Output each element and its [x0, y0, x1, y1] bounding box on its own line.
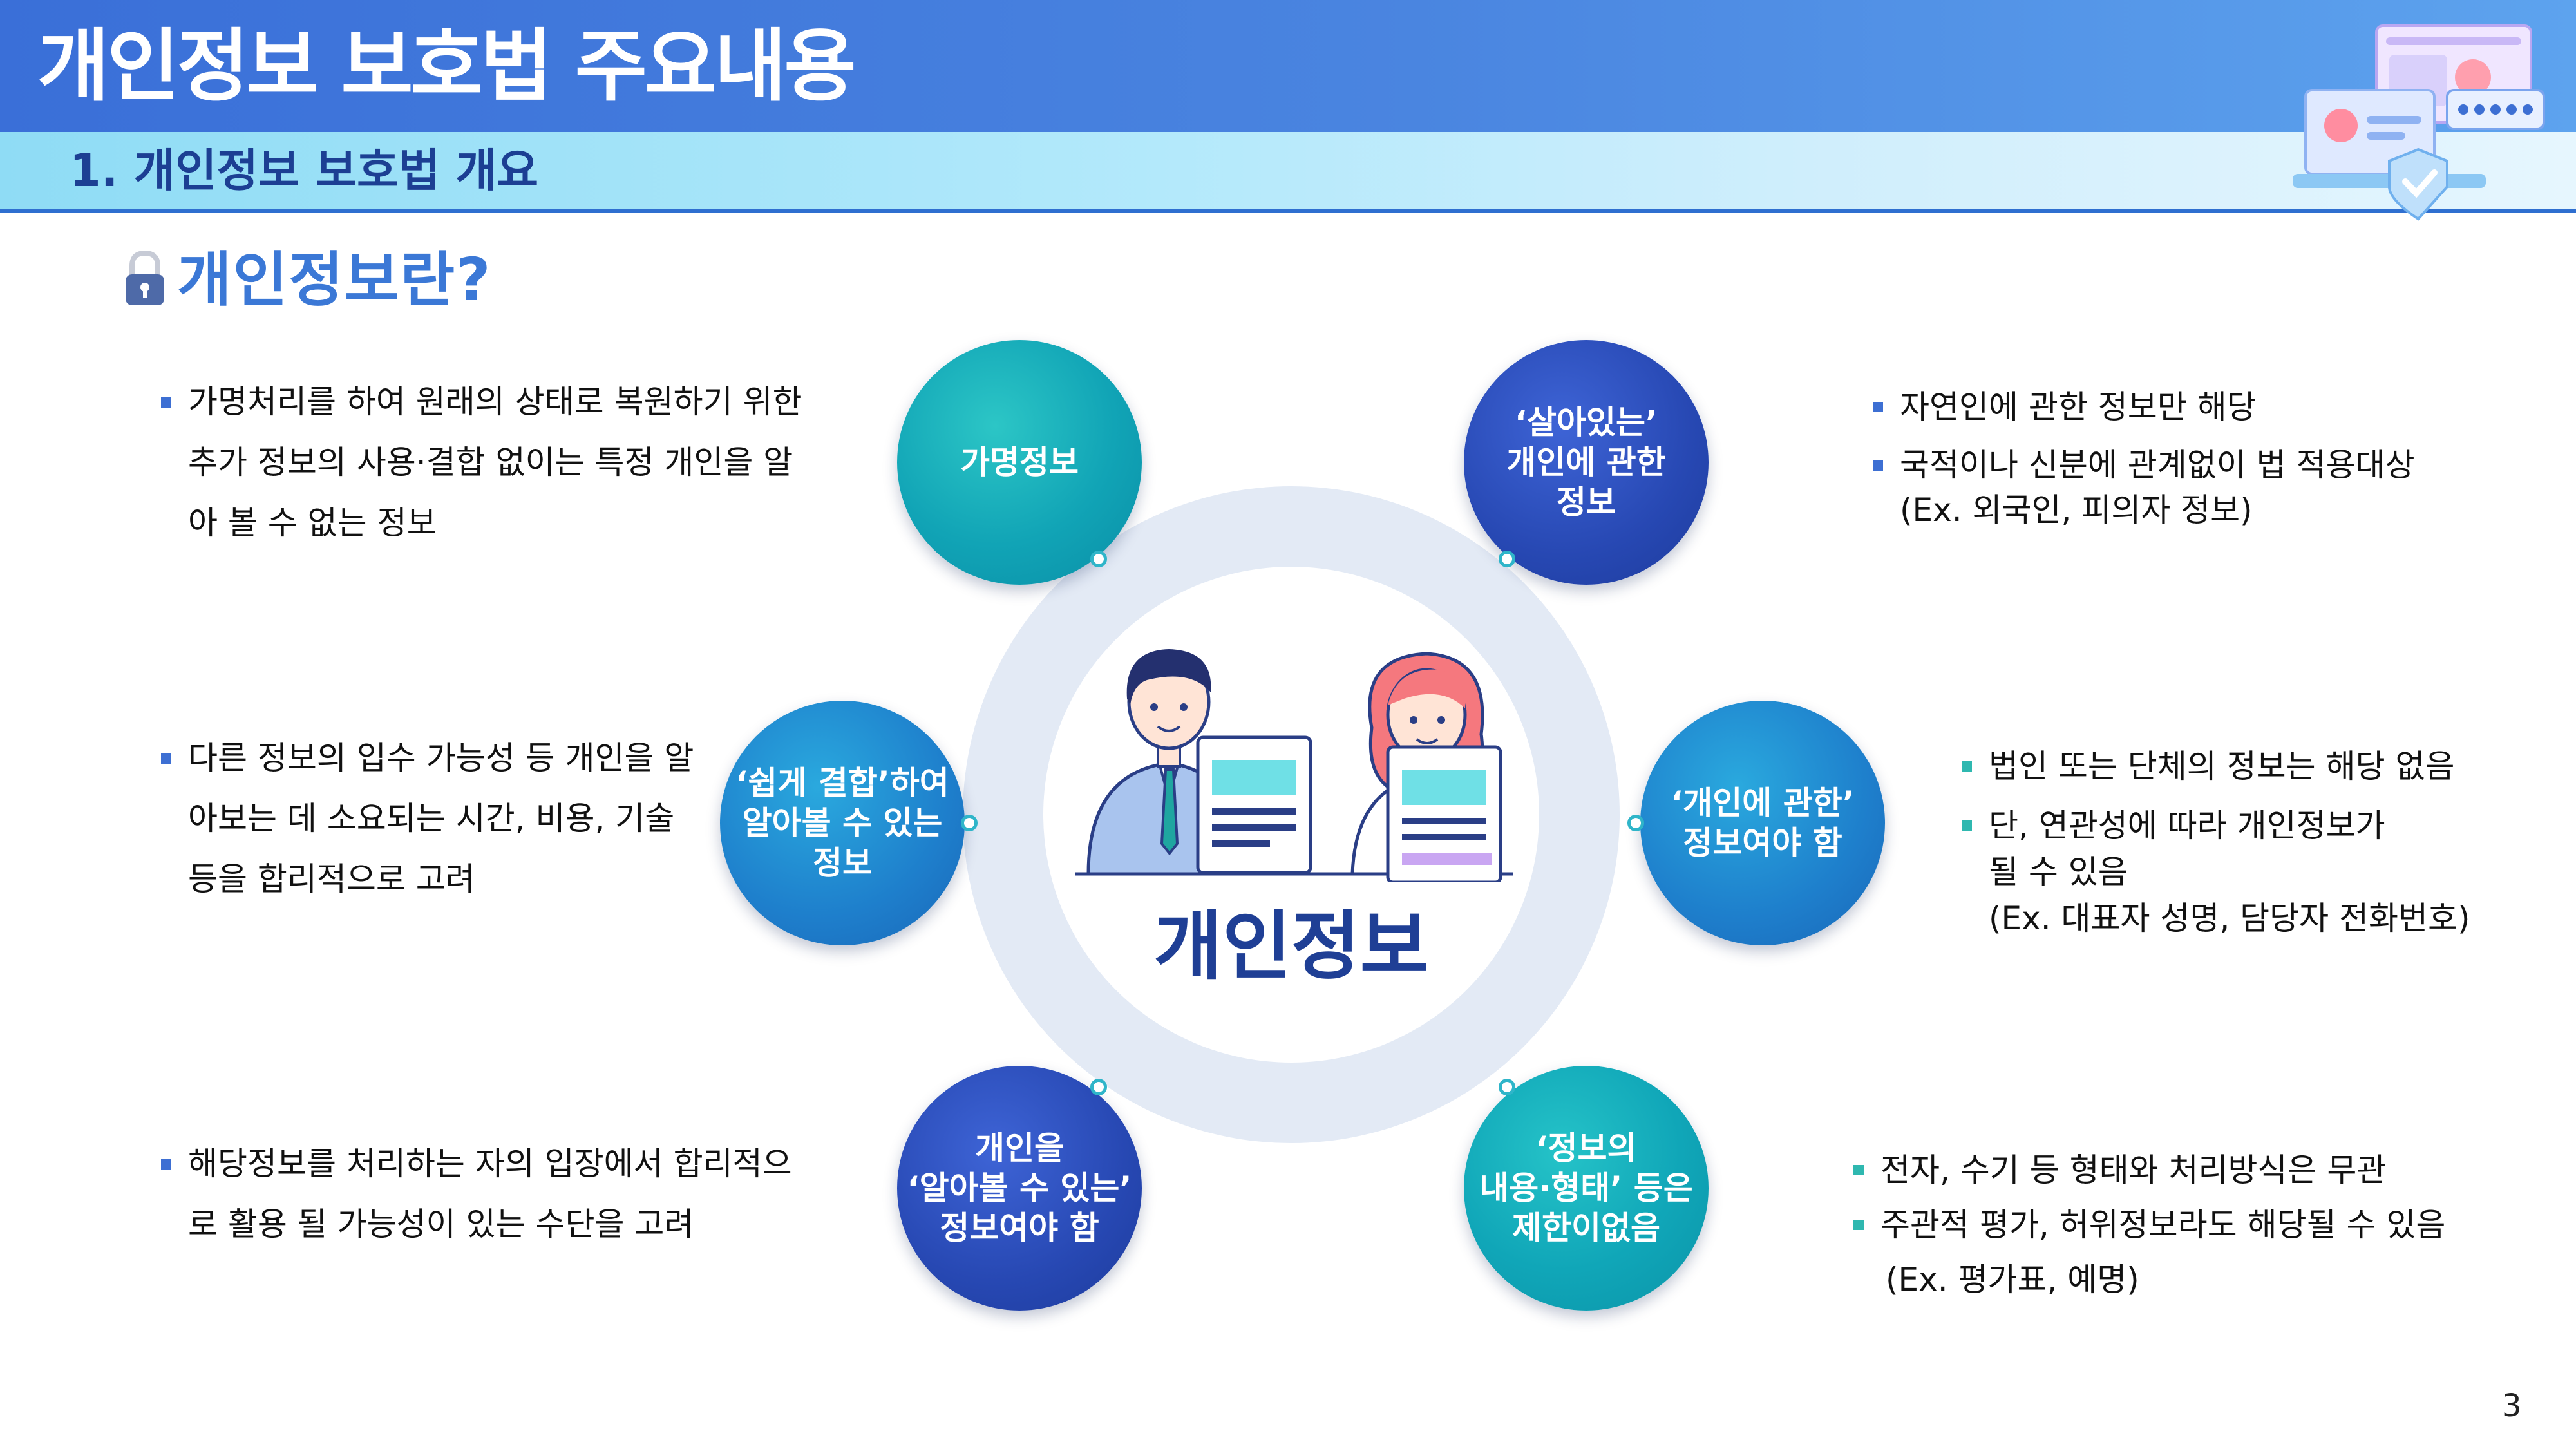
text-line: 될 수 있음: [1989, 853, 2128, 891]
center-label: 개인정보: [1153, 903, 1429, 990]
bubble-no-limit-label: ‘정보의 내용·형태’ 등은 제한이없음: [1479, 1130, 1693, 1247]
text-block-easy-combine: 다른 정보의 입수 가능성 등 개인을 알 아보는 데 소요되는 시간, 비용,…: [161, 728, 694, 909]
ring-dot: [1627, 815, 1644, 831]
text-block-no-limit: 전자, 수기 등 형태와 처리방식은 무관 주관적 평가, 허위정보라도 해당될…: [1853, 1143, 2445, 1307]
page-title: 개인정보 보호법 주요내용: [37, 21, 857, 112]
text-line: 아보는 데 소요되는 시간, 비용, 기술: [188, 800, 675, 837]
subtitle-banner: [0, 132, 2576, 213]
ring-dot: [1499, 551, 1515, 567]
bubble-about-individual-label: ‘개인에 관한’ 정보여야 함: [1671, 784, 1855, 862]
bullet-icon: [161, 1159, 171, 1170]
ring-dot: [1090, 551, 1107, 567]
text-line: 전자, 수기 등 형태와 처리방식은 무관: [1853, 1143, 2445, 1198]
bubble-easy-combine: ‘쉽게 결합’하여 알아볼 수 있는 정보: [720, 701, 965, 945]
bullet-icon: [161, 397, 171, 408]
bubble-living-label: ‘살아있는’ 개인에 관한 정보: [1506, 404, 1666, 521]
people-illustration: [1075, 649, 1513, 882]
bubble-pseudonym-label: 가명정보: [960, 444, 1079, 481]
text-line: 해당정보를 처리하는 자의 입장에서 합리적으: [161, 1133, 792, 1194]
ring-dot: [1090, 1079, 1107, 1095]
text-line: 추가 정보의 사용·결합 없이는 특정 개인을 알: [188, 444, 793, 481]
text-line: (Ex. 대표자 성명, 담당자 전화번호): [1989, 900, 2470, 937]
page-subtitle: 1. 개인정보 보호법 개요: [70, 144, 539, 197]
text-block-pseudonym: 가명처리를 하여 원래의 상태로 복원하기 위한 추가 정보의 사용·결합 없이…: [161, 372, 802, 553]
bullet-icon: [1873, 402, 1883, 412]
text-line: 주관적 평가, 허위정보라도 해당될 수 있음: [1853, 1198, 2445, 1253]
text-line: 법인 또는 단체의 정보는 해당 없음: [1962, 741, 2470, 792]
bullet-icon: [1962, 761, 1972, 772]
bullet-icon: [1962, 820, 1972, 831]
page-number: 3: [2502, 1388, 2522, 1424]
text-line: 자연인에 관한 정보만 해당: [1873, 380, 2415, 435]
text-line: (Ex. 평가표, 예명): [1886, 1261, 2139, 1298]
text-line: 등을 합리적으로 고려: [188, 860, 475, 898]
text-line: 단, 연관성에 따라 개인정보가: [1962, 802, 2470, 849]
ring-dot: [961, 815, 978, 831]
text-line: (Ex. 외국인, 피의자 정보): [1900, 491, 2253, 529]
text-block-identifiable: 해당정보를 처리하는 자의 입장에서 합리적으 로 활용 될 가능성이 있는 수…: [161, 1133, 792, 1255]
header-banner: [0, 0, 2576, 132]
bullet-icon: [1873, 460, 1883, 471]
bubble-no-limit: ‘정보의 내용·형태’ 등은 제한이없음: [1464, 1066, 1709, 1311]
text-line: 다른 정보의 입수 가능성 등 개인을 알: [161, 728, 694, 788]
text-line: 가명처리를 하여 원래의 상태로 복원하기 위한: [161, 372, 802, 432]
bubble-living-individual: ‘살아있는’ 개인에 관한 정보: [1464, 340, 1709, 585]
bubble-pseudonym-info: 가명정보: [897, 340, 1142, 585]
bubble-easy-combine-label: ‘쉽게 결합’하여 알아볼 수 있는 정보: [735, 764, 949, 882]
ring-dot: [1499, 1079, 1515, 1095]
security-laptop-icon: [2293, 24, 2545, 221]
text-line: 아 볼 수 없는 정보: [188, 504, 437, 542]
bubble-identifiable: 개인을 ‘알아볼 수 있는’ 정보여야 함: [897, 1066, 1142, 1311]
lock-icon: [126, 250, 164, 305]
text-line: 로 활용 될 가능성이 있는 수단을 고려: [188, 1206, 694, 1243]
bullet-icon: [1853, 1220, 1864, 1230]
bullet-icon: [1853, 1165, 1864, 1175]
text-block-about-individual: 법인 또는 단체의 정보는 해당 없음 단, 연관성에 따라 개인정보가 될 수…: [1962, 741, 2470, 942]
text-line: 국적이나 신분에 관계없이 법 적용대상: [1873, 442, 2415, 488]
bubble-identifiable-label: 개인을 ‘알아볼 수 있는’ 정보여야 함: [907, 1130, 1132, 1247]
section-title: 개인정보란?: [177, 245, 492, 314]
bullet-icon: [161, 753, 171, 764]
text-block-living: 자연인에 관한 정보만 해당 국적이나 신분에 관계없이 법 적용대상 (Ex.…: [1873, 380, 2415, 533]
bubble-about-individual: ‘개인에 관한’ 정보여야 함: [1640, 701, 1885, 945]
